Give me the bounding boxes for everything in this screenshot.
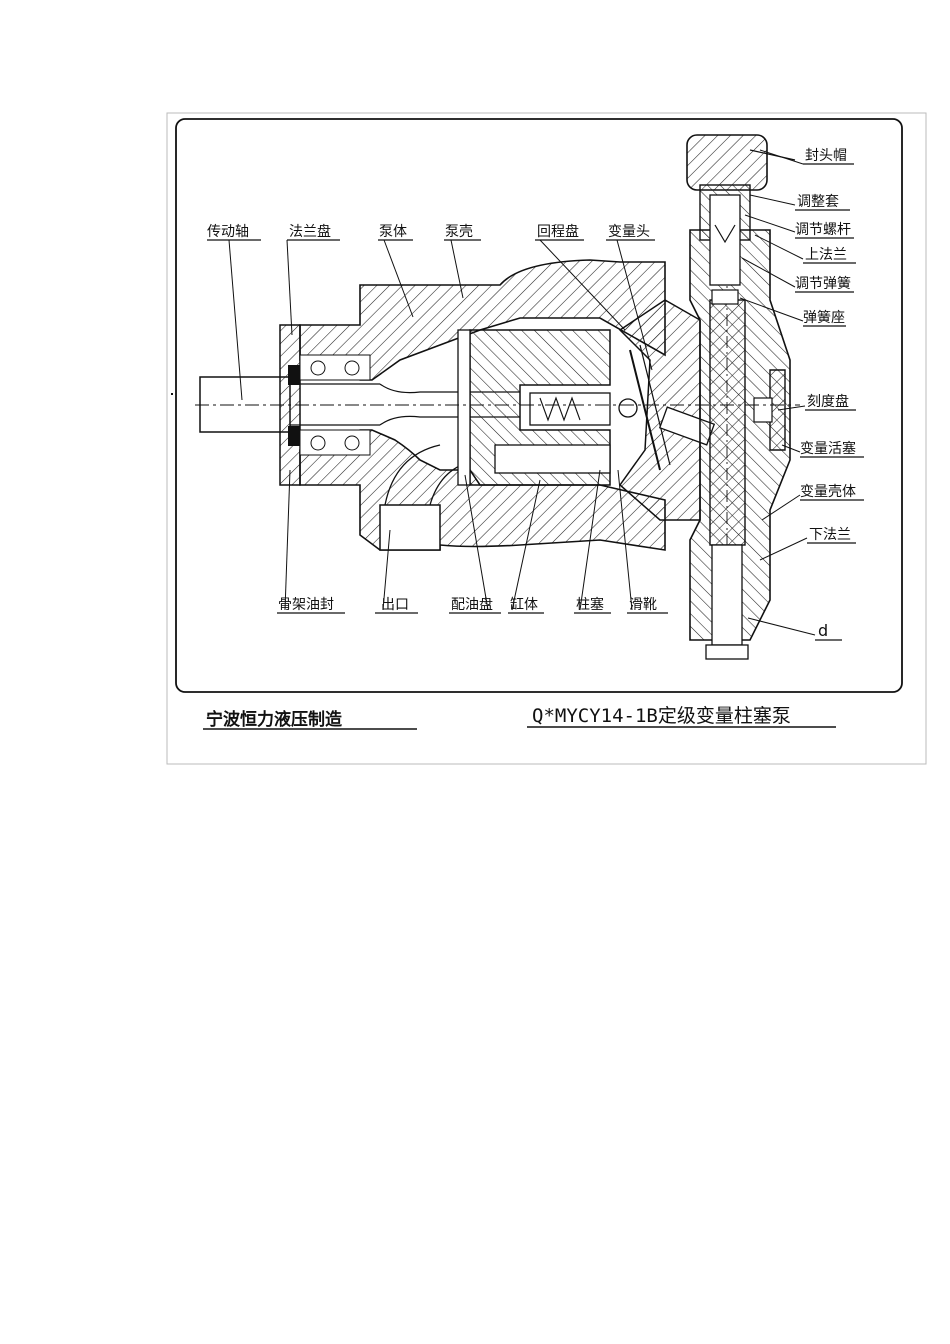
leader-lines (228, 149, 816, 636)
scale-dial (769, 369, 786, 451)
label-return-plate: 回程盘 (537, 223, 579, 240)
label-oil-seal: 骨架油封 (278, 597, 334, 613)
label-adjusting-sleeve: 调整套 (797, 194, 839, 210)
label-pump-body: 泵体 (379, 224, 407, 240)
label-drive-shaft: 传动轴 (207, 224, 249, 240)
label-valve-plate: 配油盘 (451, 596, 493, 613)
label-flange-plate: 法兰盘 (289, 223, 331, 240)
label-pump-shell: 泵壳 (445, 223, 473, 240)
drawing-border (175, 118, 903, 693)
adjusting-screw (709, 194, 741, 286)
left-margin-dot (171, 393, 173, 395)
label-variable-housing: 变量壳体 (800, 483, 856, 500)
label-spring-seat: 弹簧座 (803, 310, 845, 326)
label-adjusting-spring: 调节弹簧 (795, 276, 851, 292)
label-scale-dial: 刻度盘 (807, 393, 849, 410)
spring-seat (711, 289, 739, 305)
label-lower-flange: 下法兰 (809, 527, 851, 543)
label-plunger: 柱塞 (576, 596, 604, 613)
manufacturer-name: 宁波恒力液压制造 (206, 709, 343, 730)
piston-lower (494, 444, 611, 474)
label-slipper: 滑靴 (629, 596, 657, 613)
variable-piston (709, 299, 746, 546)
label-cylinder-block: 缸体 (510, 596, 538, 613)
lower-bolt (711, 544, 743, 646)
label-variable-head: 变量头 (608, 224, 650, 240)
label-variable-piston: 变量活塞 (800, 440, 856, 457)
label-upper-flange: 上法兰 (805, 247, 847, 263)
outlet-port (379, 504, 441, 551)
valve-plate (457, 329, 471, 486)
variable-head (618, 299, 701, 521)
ball-joint (618, 398, 638, 418)
end-cap (686, 134, 768, 191)
label-underlines (207, 163, 864, 641)
piston-upper (529, 392, 611, 426)
drive-shaft (199, 376, 291, 433)
pump-drawing (195, 134, 800, 660)
outer-frame (166, 112, 927, 765)
model-title: Q*MYCY14-1B定级变量柱塞泵 (532, 705, 791, 727)
label-d: d (818, 621, 828, 640)
bearings (288, 354, 371, 456)
label-end-cap: 封头帽 (805, 148, 847, 164)
label-adjusting-screw: 调节螺杆 (795, 222, 851, 238)
pump-body (299, 259, 666, 381)
label-outlet: 出口 (381, 597, 409, 613)
